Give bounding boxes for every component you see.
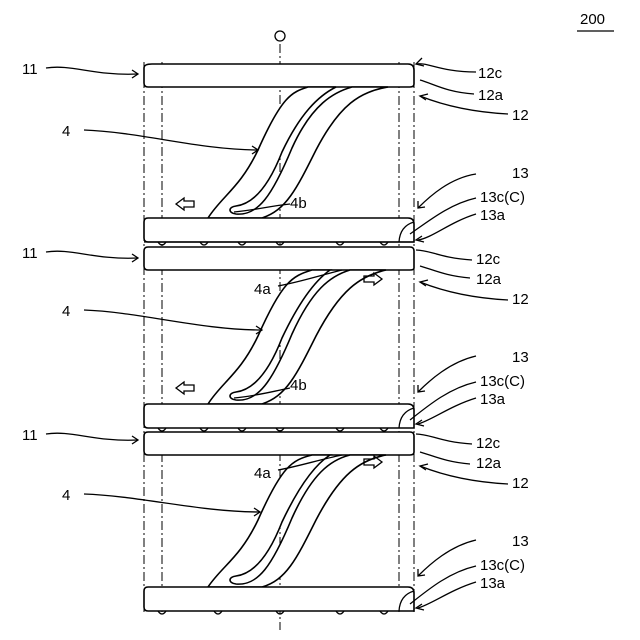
label-12a: 12a [478, 87, 504, 104]
label-12a: 12a [476, 455, 502, 472]
label-13: 13 [512, 533, 529, 550]
flow-left-arrow [176, 198, 194, 210]
channel-4 [208, 455, 386, 587]
top-plate-11 [144, 432, 414, 455]
label-4: 4 [62, 123, 70, 140]
label-4: 4 [62, 303, 70, 320]
label-13: 13 [512, 349, 529, 366]
label-12: 12 [512, 291, 529, 308]
flow-left-arrow [176, 382, 194, 394]
label-13c: 13c(C) [480, 557, 525, 574]
label-12c: 12c [476, 435, 501, 452]
figure-number: 200 [580, 11, 605, 28]
label-12: 12 [512, 475, 529, 492]
label-4b: 4b [290, 377, 307, 394]
center-axis-marker [275, 31, 285, 41]
bottom-plate-12 [144, 587, 414, 611]
label-12: 12 [512, 107, 529, 124]
label-12c: 12c [478, 65, 503, 82]
bottom-plate-12 [144, 404, 414, 428]
top-plate-11 [144, 64, 414, 87]
top-plate-11 [144, 247, 414, 270]
label-12c: 12c [476, 251, 501, 268]
label-13a: 13a [480, 207, 506, 224]
label-13c: 13c(C) [480, 189, 525, 206]
unit-1 [144, 64, 414, 245]
label-4a: 4a [254, 465, 271, 482]
label-13: 13 [512, 165, 529, 182]
label-4: 4 [62, 487, 70, 504]
label-11: 11 [22, 245, 38, 262]
label-13a: 13a [480, 575, 506, 592]
label-4a: 4a [254, 281, 271, 298]
label-11: 11 [22, 61, 38, 78]
label-11: 11 [22, 427, 38, 444]
bottom-plate-12 [144, 218, 414, 242]
label-13c: 13c(C) [480, 373, 525, 390]
label-13a: 13a [480, 391, 506, 408]
label-4b: 4b [290, 195, 307, 212]
label-12a: 12a [476, 271, 502, 288]
